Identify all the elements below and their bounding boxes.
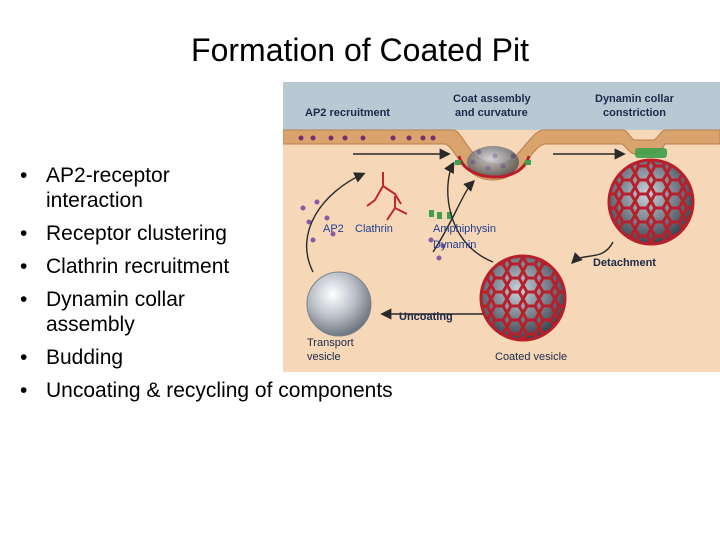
label-dynamin: Dynamin: [433, 239, 476, 251]
constricted-coated-bud: [607, 148, 695, 246]
bullet-text: Dynamin collar assembly: [46, 288, 185, 336]
label-amphiphysin: Amphiphysin: [433, 223, 496, 235]
slide-title: Formation of Coated Pit: [191, 32, 529, 68]
transport-vesicle: [306, 271, 372, 337]
label-ap2-recruitment: AP2 recruitment: [305, 107, 390, 119]
amphiphysin-dynamin-pit: [455, 160, 531, 165]
label-ap2: AP2: [323, 223, 344, 235]
bullet-text: Clathrin recruitment: [46, 255, 230, 278]
label-clathrin: Clathrin: [355, 223, 393, 235]
soluble-amphiphysin: [428, 237, 446, 261]
label-transport-vesicle-1: Transport: [307, 337, 354, 349]
label-dynamin-collar-1: Dynamin collar: [595, 93, 675, 105]
label-coat-assembly-1: Coat assembly: [453, 93, 532, 105]
bullet-item: •Clathrin recruitment: [20, 255, 230, 278]
bullet-text: AP2-receptor interaction: [46, 164, 170, 212]
extracellular-region: [283, 82, 720, 130]
label-detachment: Detachment: [593, 257, 656, 269]
soluble-ap2: [300, 199, 336, 243]
pathway-arrows: [306, 148, 626, 320]
bullet-text: Budding: [46, 346, 124, 369]
bullet-item: •Uncoating & recycling of components: [20, 379, 393, 402]
clathrin-coat-pit: [457, 155, 531, 179]
label-coat-assembly-2: and curvature: [455, 107, 528, 119]
bullet-text: Receptor clustering: [46, 222, 227, 245]
coated-vesicle: [479, 254, 567, 342]
label-uncoating: Uncoating: [399, 311, 453, 323]
bullet-item: •AP2-receptor interaction: [18, 163, 458, 213]
coated-pit-diagram: AP2 recruitment Coat assembly and curvat…: [283, 82, 720, 372]
label-transport-vesicle-2: vesicle: [307, 351, 341, 363]
soluble-dynamin: [429, 210, 452, 219]
soluble-clathrin-triskelion: [366, 172, 408, 221]
bullet-item: •Budding: [20, 346, 124, 369]
bullet-list: •AP2-receptor interaction •Receptor clus…: [18, 163, 458, 411]
label-coated-vesicle: Coated vesicle: [495, 351, 567, 363]
bullet-item: •Dynamin collar assembly: [18, 287, 458, 337]
bullet-item: •Receptor clustering: [20, 222, 227, 245]
forming-pit: [467, 146, 519, 178]
label-dynamin-collar-2: constriction: [603, 107, 666, 119]
bullet-text: Uncoating & recycling of components: [46, 379, 393, 402]
